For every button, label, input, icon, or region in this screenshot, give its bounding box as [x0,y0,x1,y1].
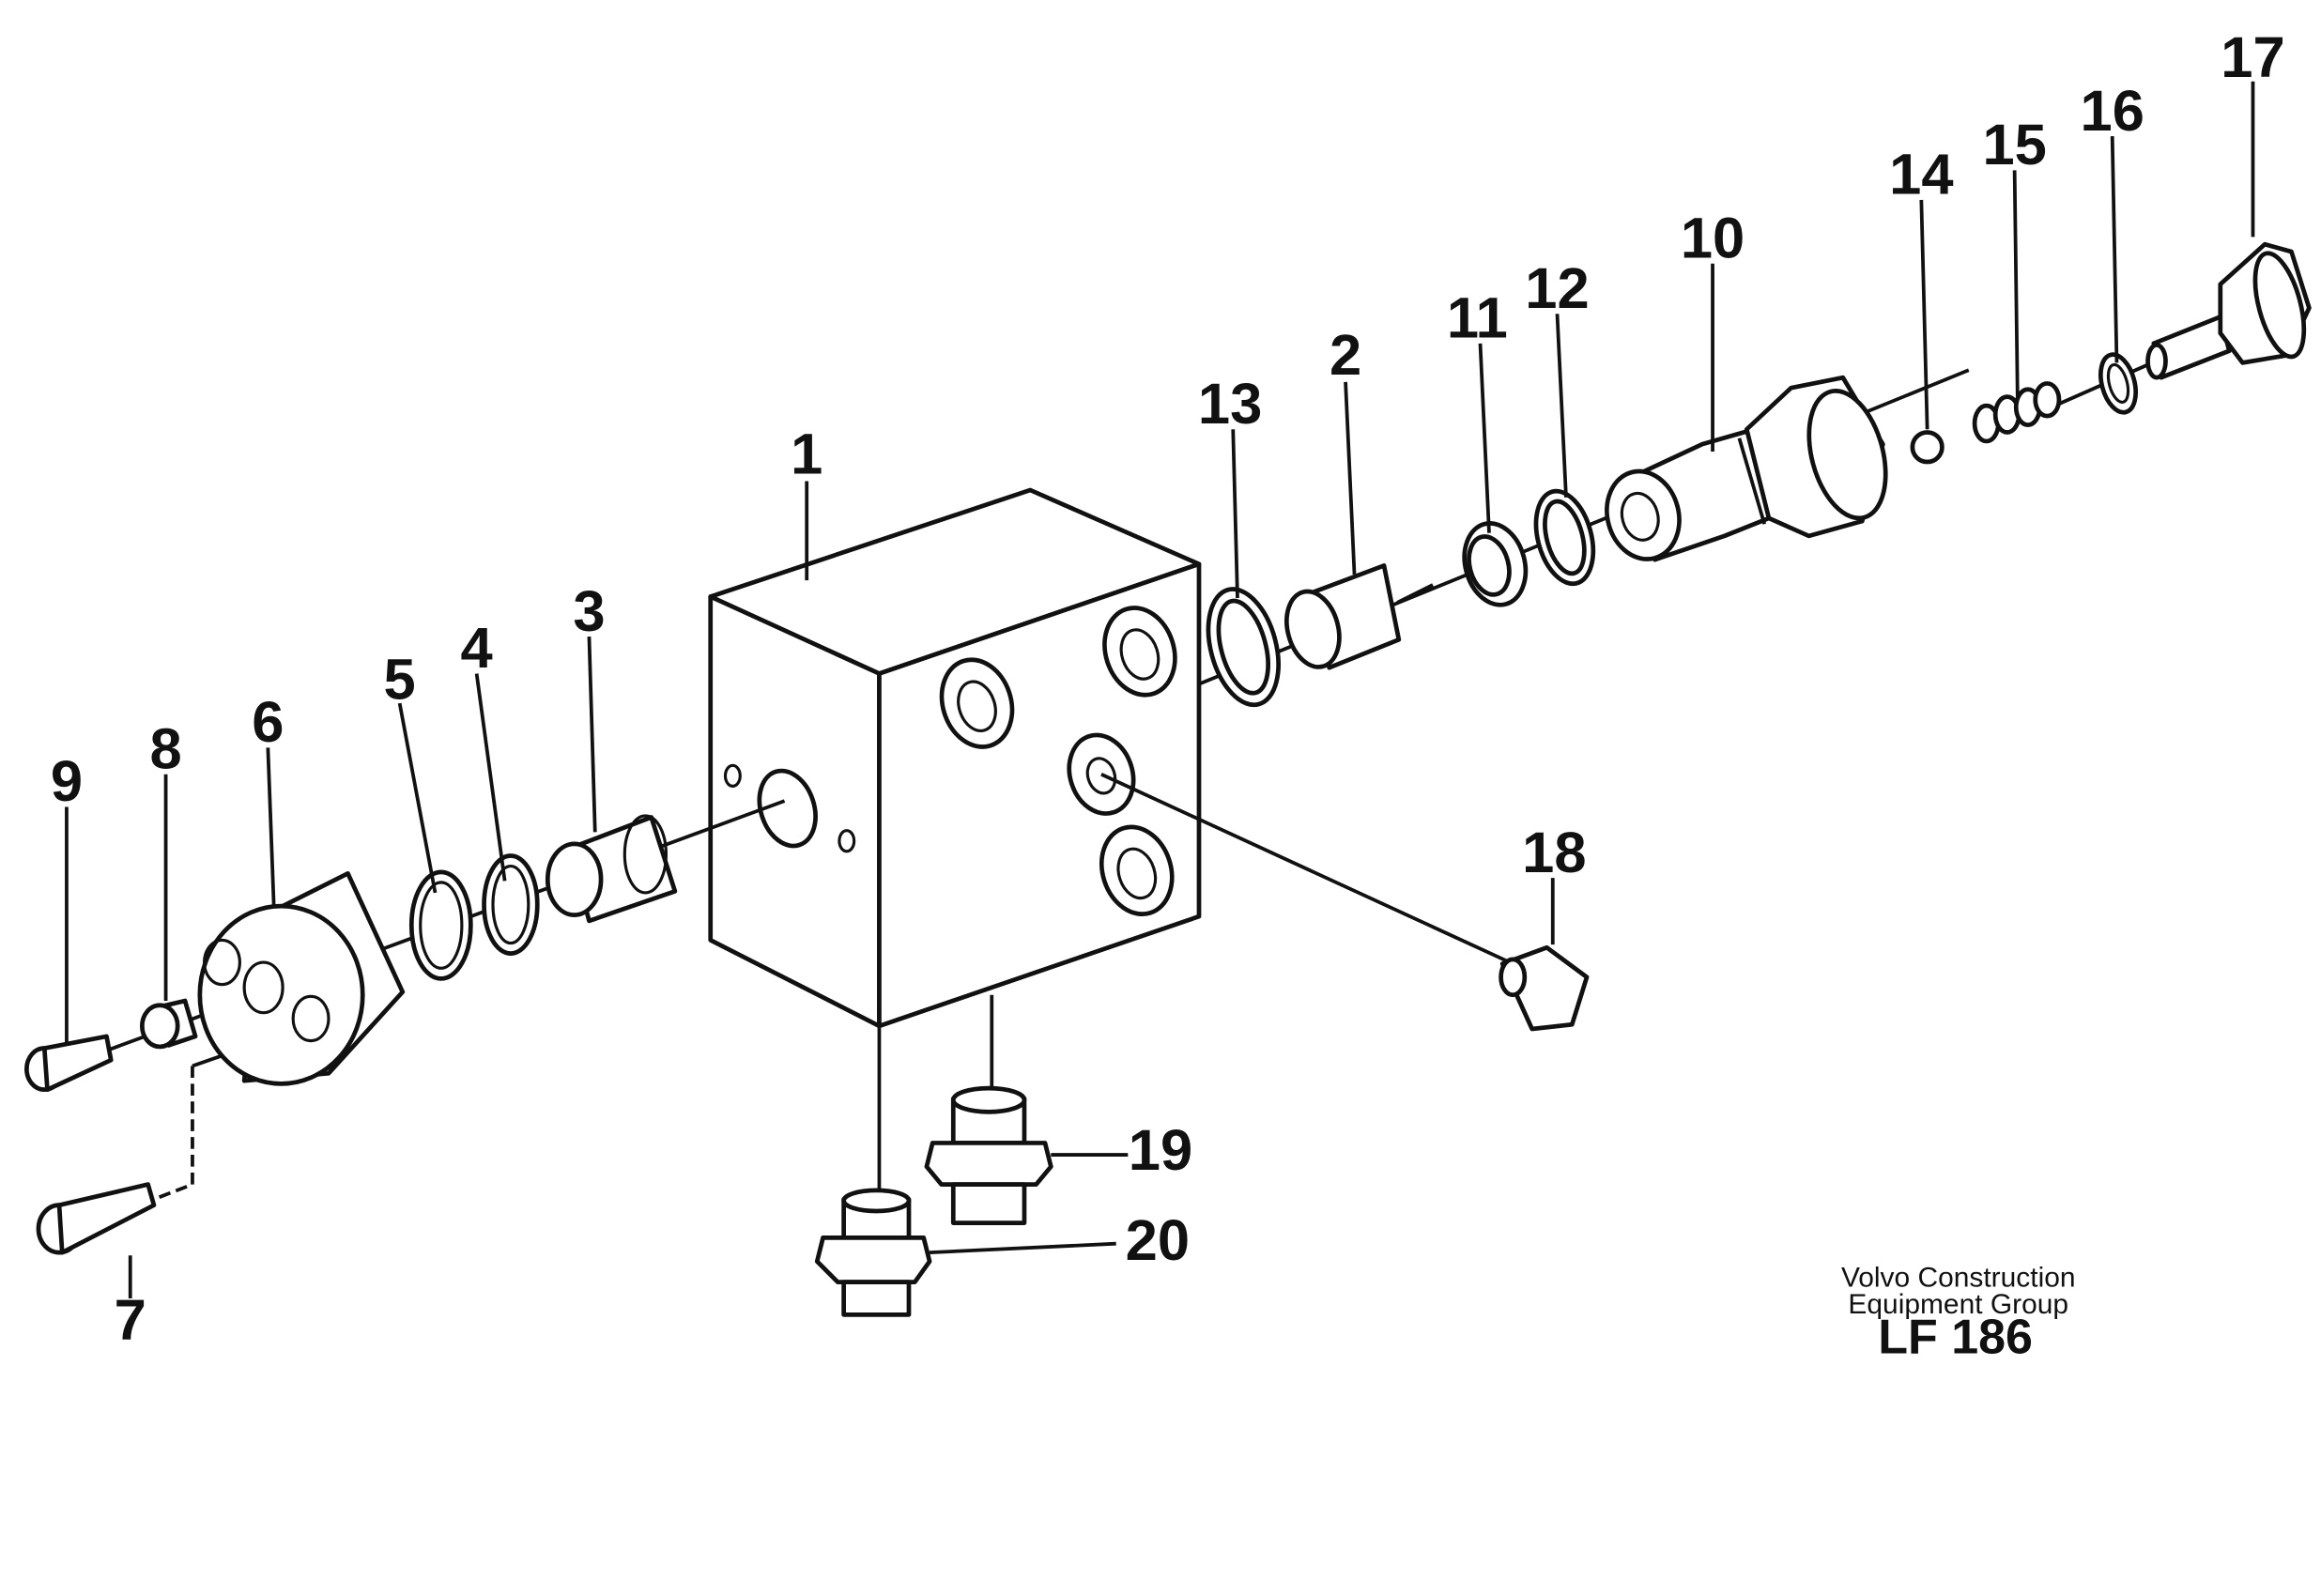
part-8-bushing [139,998,198,1050]
callout-16: 16 [2081,79,2144,144]
callout-7: 7 [115,1288,146,1353]
part-6-end-cap [197,871,406,1086]
part-11-ring [1462,521,1529,607]
part-2-piston [1284,563,1434,670]
part-15-spring [1972,381,2062,444]
part-10-valve-cartridge [1605,375,1888,562]
part-7-screw [36,1182,157,1255]
part-13-seal-ring [1206,587,1281,708]
callout-17: 17 [2221,25,2284,90]
part-19-fitting [924,1085,1053,1225]
callout-4: 4 [461,616,493,681]
callout-10: 10 [1681,206,1745,270]
callout-19: 19 [1129,1118,1192,1183]
callout-15: 15 [1982,113,2046,177]
credit-block: Volvo Construction Equipment Group LF 18… [1841,1262,2076,1364]
callout-8: 8 [149,716,181,781]
part-9-screw [24,1034,114,1093]
credit-line-2: Equipment Group [1848,1289,2068,1320]
callout-1: 1 [791,422,822,487]
part-12-seal-ring [1533,488,1596,587]
callout-3: 3 [573,579,605,644]
valve-block [708,487,1202,1029]
callout-13: 13 [1198,372,1262,437]
part-17-plug [2145,241,2312,380]
callout-14: 14 [1889,143,1953,207]
callout-5: 5 [384,647,416,712]
leader-lines [65,81,2255,1299]
callout-9: 9 [51,749,83,814]
callout-11: 11 [1447,286,1508,351]
part-3-plunger [545,814,678,924]
callout-2: 2 [1330,323,1361,388]
callout-numbers: 1 2 3 4 5 6 7 8 9 10 11 12 13 14 15 16 1… [51,25,2285,1353]
part-5-seal-ring [408,869,473,981]
callout-18: 18 [1522,821,1586,885]
part-18-plug [1499,944,1590,1032]
callout-12: 12 [1525,256,1589,321]
callout-6: 6 [252,690,284,755]
part-14-ball [1910,430,1944,465]
part-16-washer [2098,352,2139,415]
credit-line-1: Volvo Construction [1841,1262,2076,1293]
callout-20: 20 [1126,1208,1190,1273]
drawing-code: LF 186 [1878,1310,2033,1364]
part-20-fitting [814,1188,932,1317]
part-4-seal-ring [482,853,540,956]
